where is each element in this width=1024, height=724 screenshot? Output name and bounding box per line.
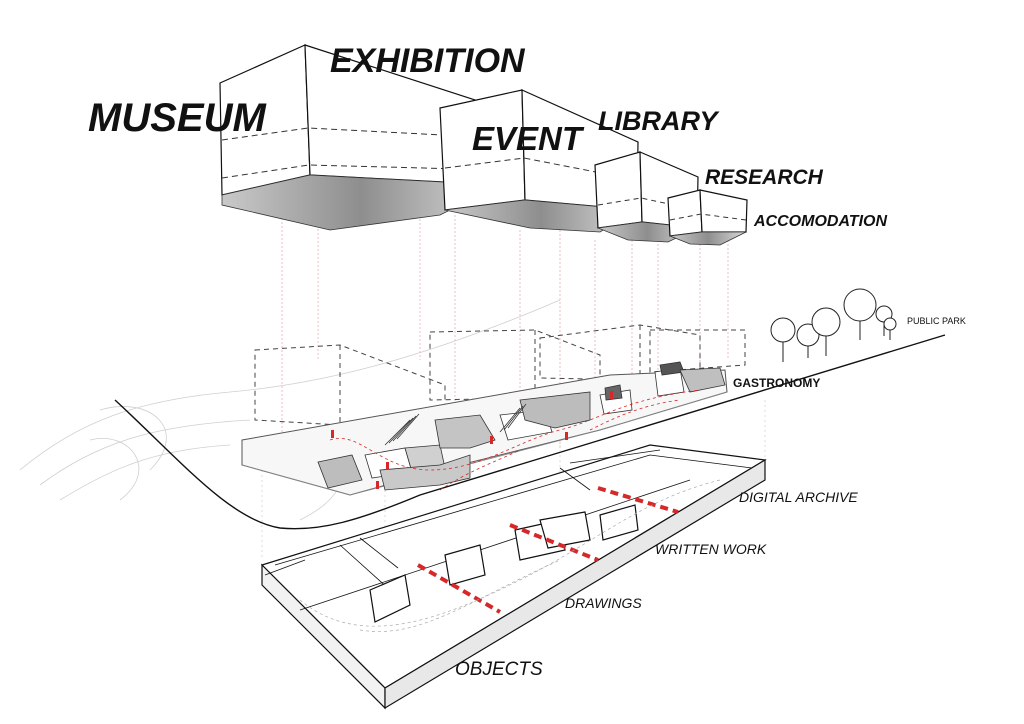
archive-box: [260, 444, 767, 710]
label-objects: OBJECTS: [455, 659, 543, 680]
human-figures: [331, 391, 613, 489]
label-gastronomy: GASTRONOMY: [733, 376, 821, 390]
label-drawings: DRAWINGS: [565, 595, 642, 611]
label-digital-archive: DIGITAL ARCHIVE: [739, 489, 858, 505]
archive-circulation: [299, 479, 721, 632]
label-event: EVENT: [472, 120, 583, 157]
label-written-work: WRITTEN WORK: [655, 541, 767, 557]
label-accomodation: ACCOMODATION: [754, 213, 888, 230]
label-museum: MUSEUM: [88, 96, 266, 140]
archive-dividers: [417, 486, 679, 614]
park-trees: [770, 288, 897, 362]
label-research: RESEARCH: [705, 166, 823, 189]
research-volume: [667, 189, 748, 246]
site-buildings: [317, 361, 726, 491]
site-circulation: [329, 389, 701, 491]
label-public-park: PUBLIC PARK: [907, 316, 966, 326]
label-library: LIBRARY: [598, 106, 718, 136]
label-exhibition: EXHIBITION: [330, 42, 525, 80]
ground-line: [114, 334, 946, 530]
